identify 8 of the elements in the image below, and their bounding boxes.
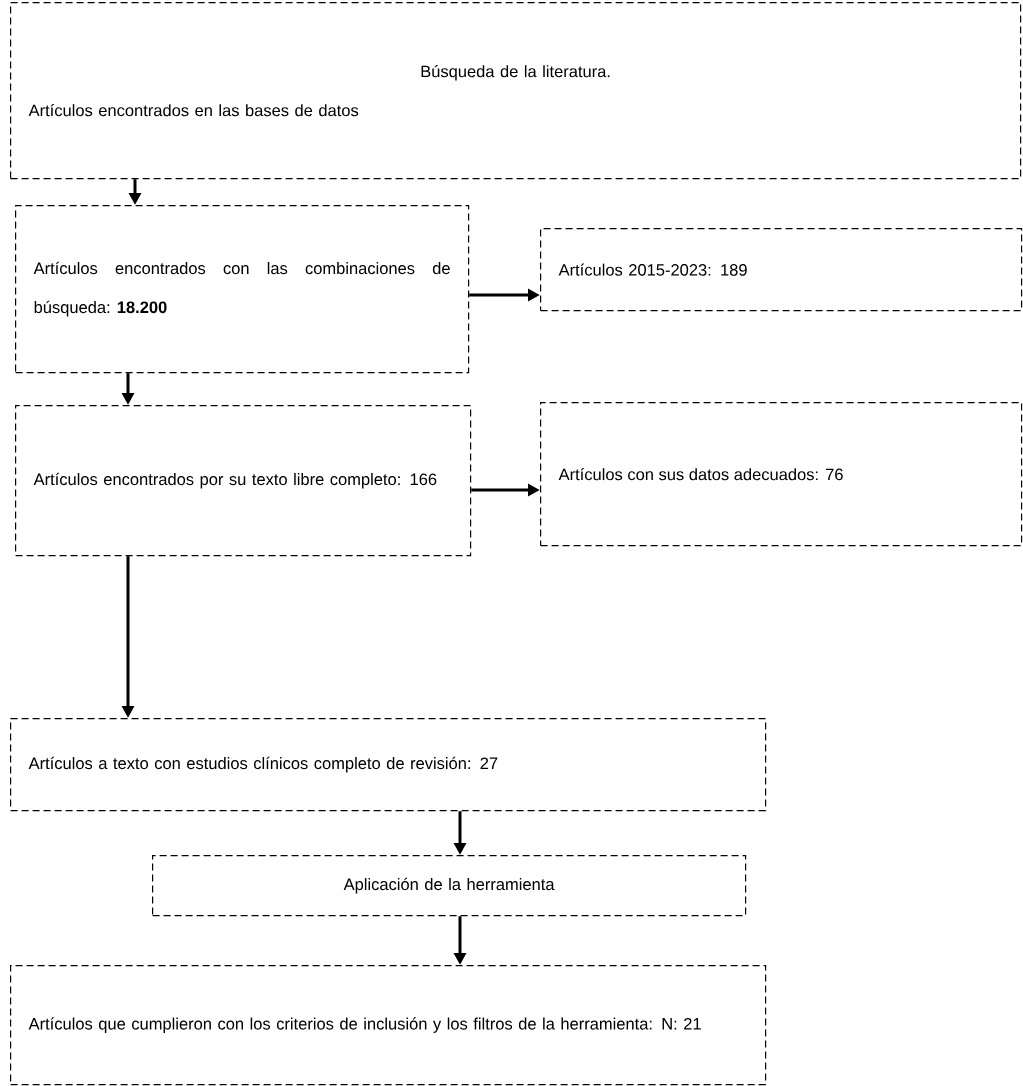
process-box: Artículos encontrados por su texto libre completo: 166 (15, 405, 472, 557)
process-box: Artículos 2015-2023: 189 (540, 228, 1023, 312)
process-box: Artículos que cumplieron con los criterios de inclusión y los filtros de la herramienta: N: 21 (10, 965, 767, 1086)
process-box: Aplicación de la herramienta (152, 855, 747, 917)
process-box: Artículos encontrados con las combinaciones de búsqueda: 18.200 (15, 205, 470, 374)
process-box: Búsqueda de la literatura. Artículos encontrados en las bases de datos (10, 2, 1022, 180)
process-box: Artículos a texto con estudios clínicos completo de revisión: 27 (10, 718, 767, 812)
process-box: Artículos con sus datos adecuados: 76 (540, 402, 1023, 547)
